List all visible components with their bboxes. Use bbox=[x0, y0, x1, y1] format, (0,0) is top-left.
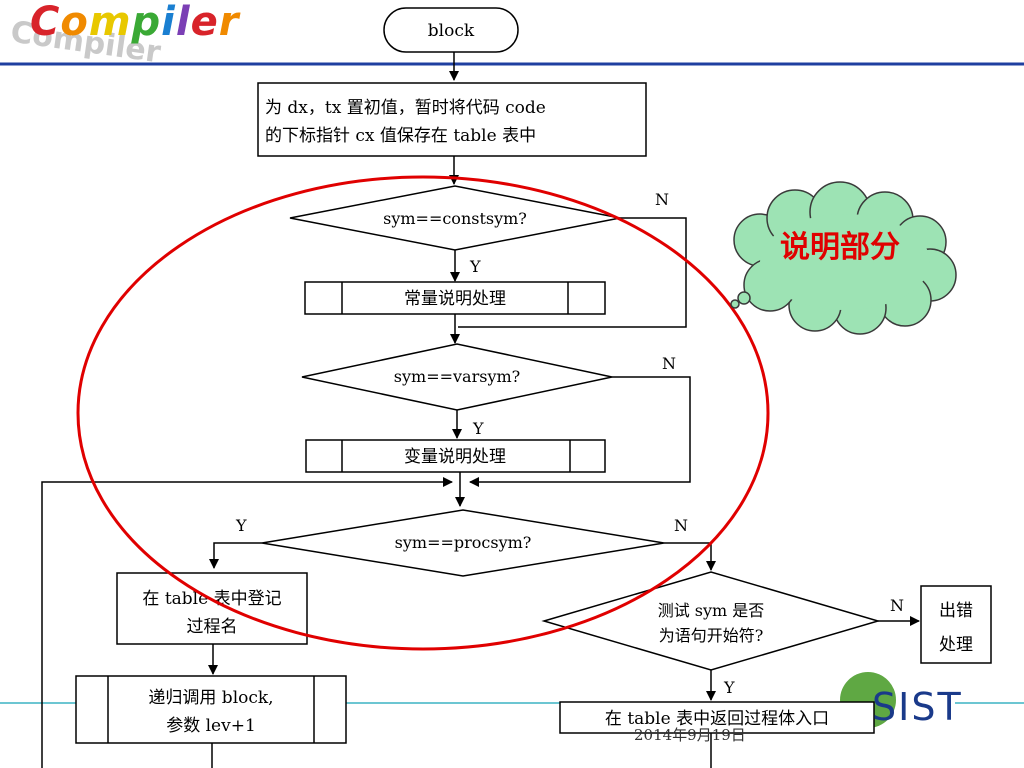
label-yes-const: Y bbox=[469, 257, 481, 276]
recurse-text-line1: 递归调用 block, bbox=[148, 688, 273, 708]
decision-varsym: sym==varsym? bbox=[301, 343, 613, 411]
connector-const-no bbox=[458, 217, 687, 328]
label-no-proc: N bbox=[674, 516, 688, 535]
process-recursive-call: 递归调用 block, 参数 lev+1 bbox=[75, 675, 347, 744]
decision-statement-line2: 为语句开始符? bbox=[659, 626, 764, 645]
process-constant-label: 常量说明处理 bbox=[404, 289, 506, 309]
highlight-ellipse bbox=[76, 175, 770, 651]
label-yes-stmt: Y bbox=[723, 678, 735, 697]
process-register-procedure-name: 在 table 表中登记 过程名 bbox=[116, 572, 308, 645]
start-node-label: block bbox=[428, 21, 475, 41]
decision-procsym: sym==procsym? bbox=[261, 509, 665, 577]
logo-text: Compiler bbox=[30, 0, 240, 45]
connector-var-no bbox=[469, 376, 691, 487]
init-process-box: 为 dx，tx 置初值，暂时将代码 code 的下标指针 cx 值保存在 tab… bbox=[257, 82, 647, 157]
init-text-line1: 为 dx，tx 置初值，暂时将代码 code bbox=[265, 98, 546, 118]
label-no-var: N bbox=[662, 354, 676, 373]
process-variable-declaration: 变量说明处理 bbox=[305, 439, 606, 473]
connector-proc-yes bbox=[209, 542, 262, 569]
compiler-logo: Compiler bbox=[30, 2, 239, 42]
error-text-line2: 处理 bbox=[939, 635, 973, 655]
label-no-const: N bbox=[655, 190, 669, 209]
decision-constsym: sym==constsym? bbox=[289, 185, 621, 251]
decision-statement-start: 测试 sym 是否 为语句开始符? bbox=[541, 571, 881, 671]
process-return-entry: 在 table 表中返回过程体入口 bbox=[559, 701, 875, 734]
process-variable-label: 变量说明处理 bbox=[404, 447, 506, 467]
connector-loop-back bbox=[41, 477, 453, 768]
register-text-line2: 过程名 bbox=[187, 617, 238, 637]
decision-procsym-label: sym==procsym? bbox=[395, 533, 532, 552]
callout-text: 说明部分 bbox=[780, 230, 900, 265]
label-yes-proc: Y bbox=[235, 516, 247, 535]
recurse-text-line2: 参数 lev+1 bbox=[166, 716, 256, 736]
start-node-block: block bbox=[383, 7, 519, 53]
error-text-line1: 出错 bbox=[939, 601, 973, 621]
footer-date: 2014年9月19日 bbox=[634, 726, 746, 744]
process-error-handling: 出错 处理 bbox=[920, 585, 992, 664]
label-yes-var: Y bbox=[472, 419, 484, 438]
sist-logo-text: SIST bbox=[872, 685, 963, 729]
decision-constsym-label: sym==constsym? bbox=[383, 209, 527, 228]
init-text-line2: 的下标指针 cx 值保存在 table 表中 bbox=[265, 126, 536, 146]
label-no-stmt: N bbox=[890, 596, 904, 615]
thought-cloud-callout bbox=[730, 181, 957, 335]
return-entry-label: 在 table 表中返回过程体入口 bbox=[605, 709, 829, 729]
decision-varsym-label: sym==varsym? bbox=[394, 367, 520, 386]
process-constant-declaration: 常量说明处理 bbox=[304, 281, 606, 315]
decision-statement-line1: 测试 sym 是否 bbox=[658, 601, 765, 620]
